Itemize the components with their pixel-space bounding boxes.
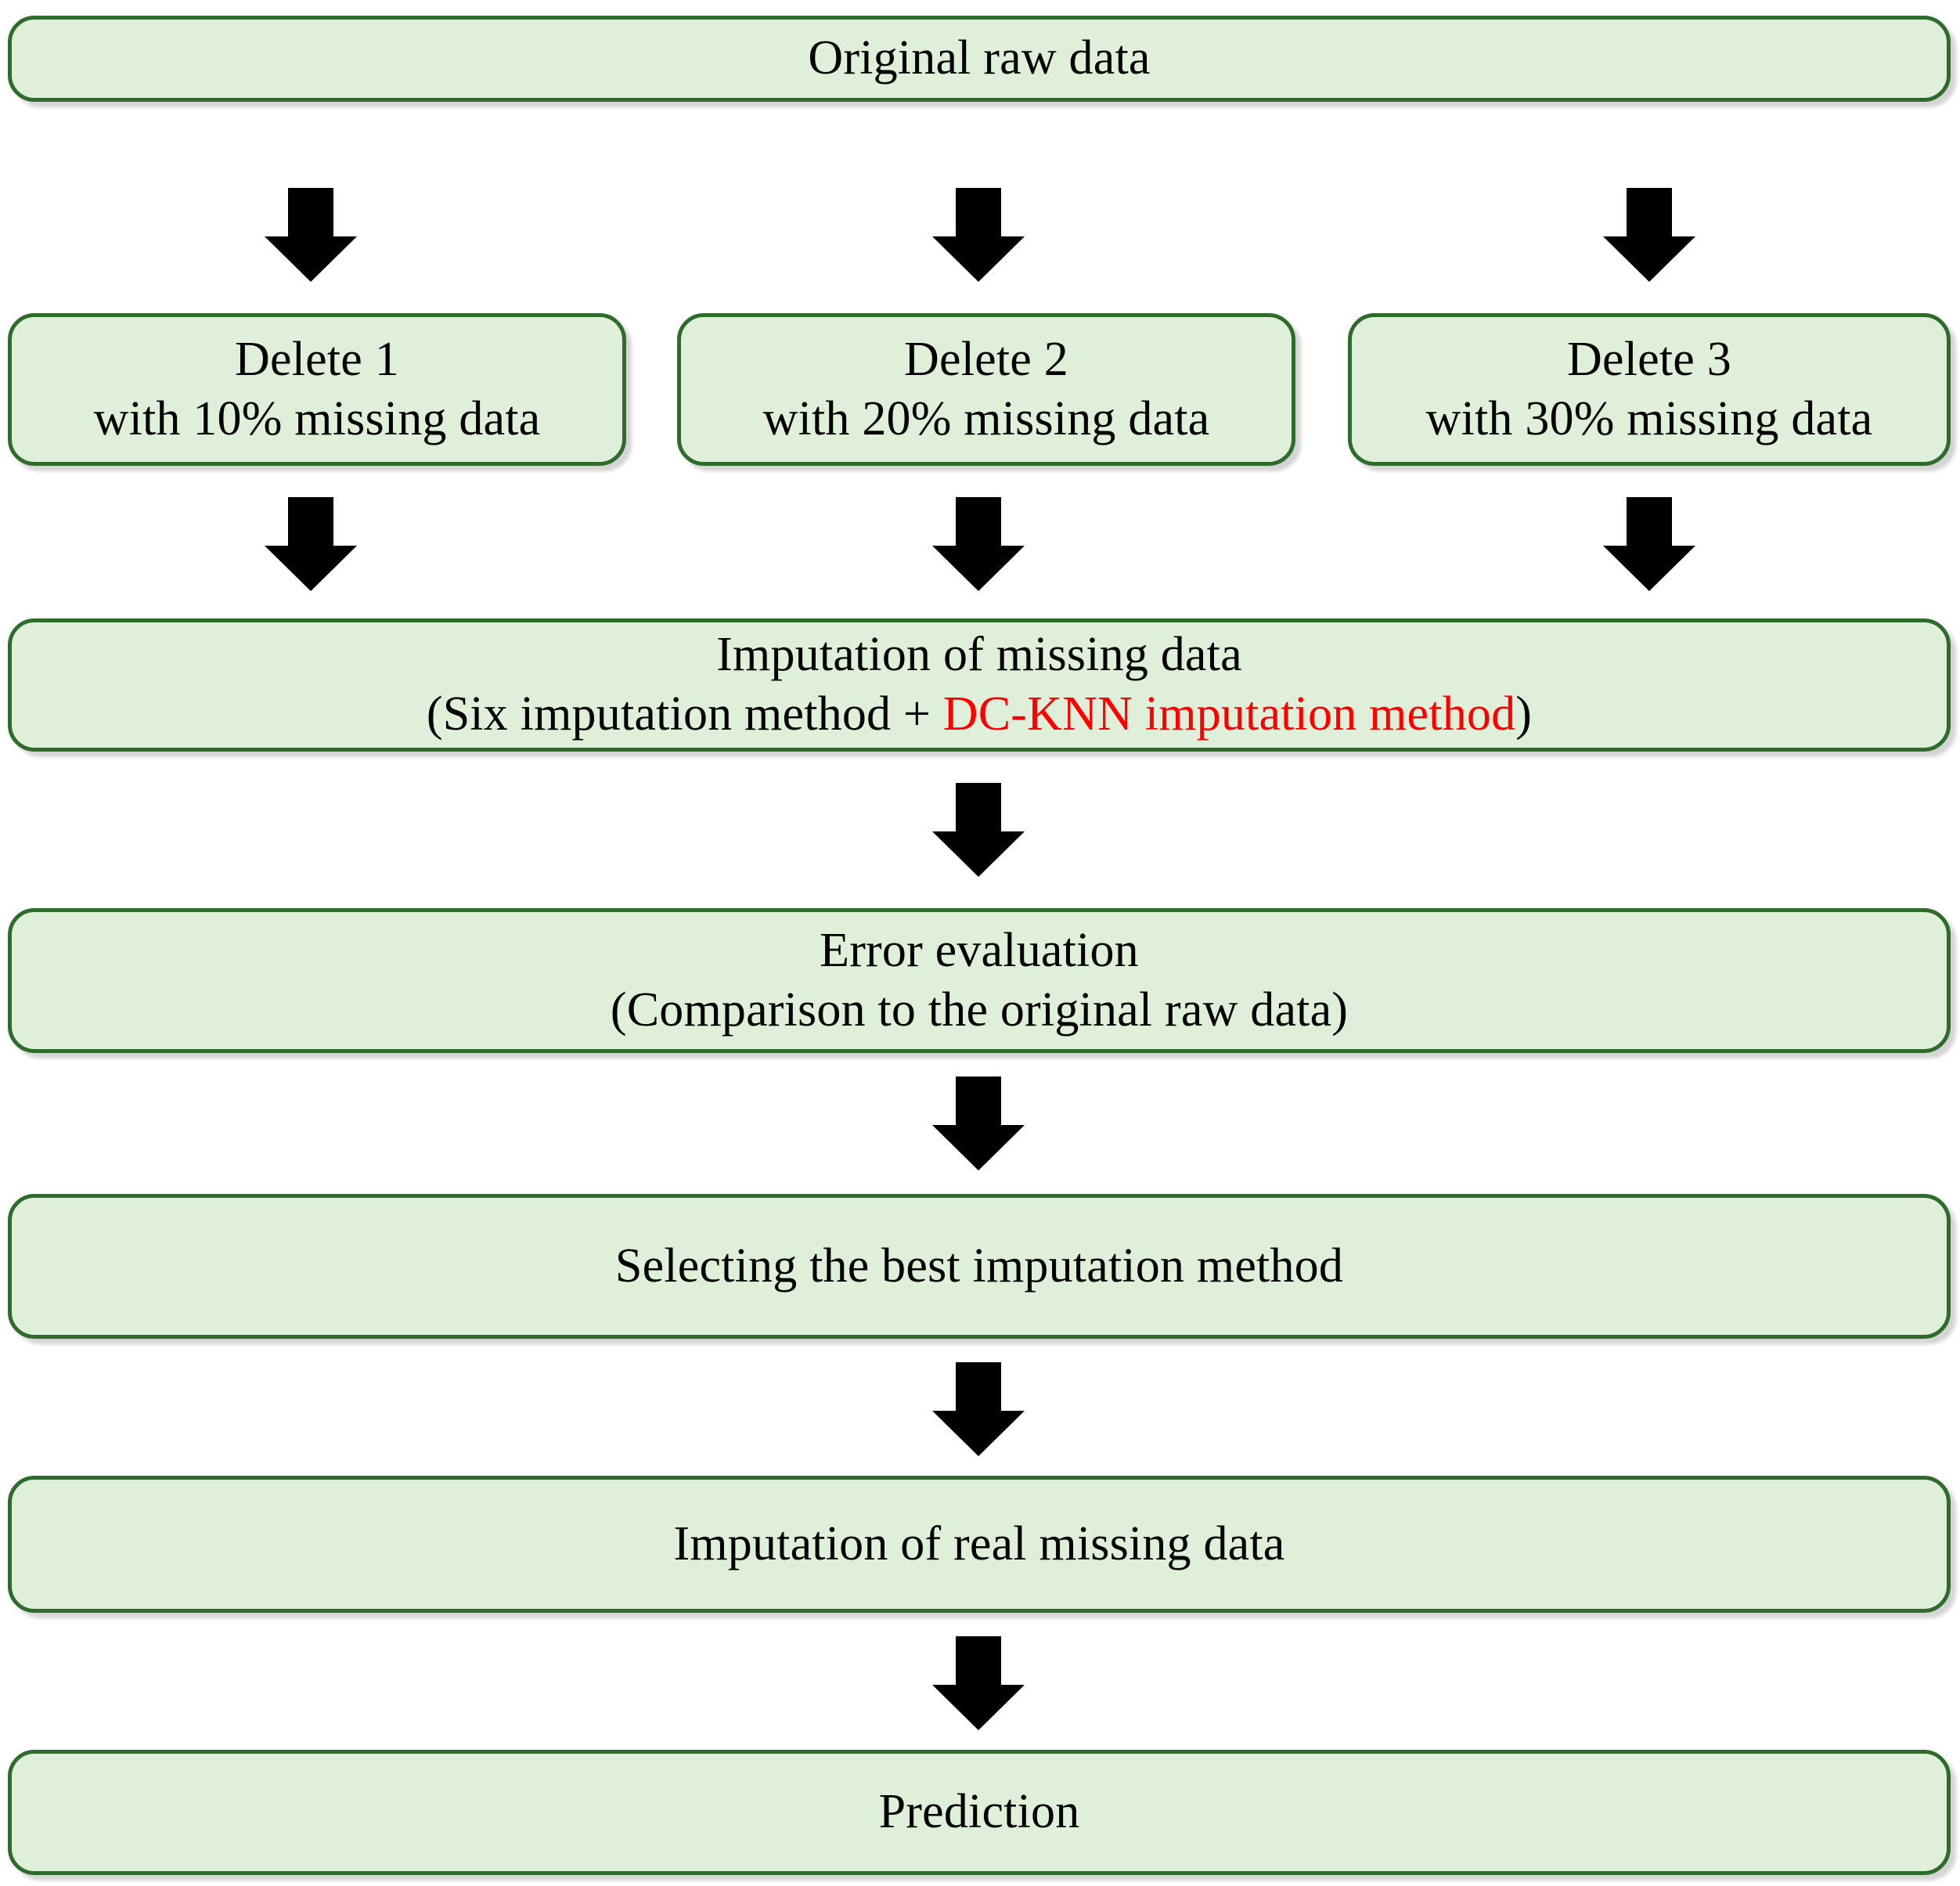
- node-prediction: Prediction: [8, 1750, 1951, 1875]
- node-delete-3-subtitle: with 30% missing data: [1425, 391, 1873, 445]
- node-prediction-label: Prediction: [878, 1785, 1080, 1839]
- node-imputation-methods-accent: DC-KNN imputation method: [942, 687, 1516, 741]
- down-arrow-icon: [1603, 188, 1695, 282]
- node-imputation-methods-suffix: ): [1515, 687, 1533, 741]
- down-arrow-icon: [1603, 497, 1695, 591]
- node-imputation-title: Imputation of missing data: [716, 628, 1242, 682]
- node-delete-3: Delete 3 with 30% missing data: [1348, 313, 1951, 466]
- node-original-raw-data: Original raw data: [8, 16, 1951, 102]
- node-error-evaluation: Error evaluation (Comparison to the orig…: [8, 908, 1951, 1053]
- node-imputation-of-missing-data: Imputation of missing data (Six imputati…: [8, 618, 1951, 752]
- node-delete-3-title: Delete 3: [1567, 332, 1731, 386]
- node-selecting-best-label: Selecting the best imputation method: [614, 1239, 1344, 1293]
- down-arrow-icon: [932, 1076, 1025, 1170]
- node-selecting-best-imputation-method: Selecting the best imputation method: [8, 1194, 1951, 1339]
- down-arrow-icon: [932, 783, 1025, 877]
- node-imputation-of-real-missing-data: Imputation of real missing data: [8, 1476, 1951, 1613]
- node-delete-1: Delete 1 with 10% missing data: [8, 313, 626, 466]
- node-delete-2-subtitle: with 20% missing data: [762, 391, 1210, 445]
- down-arrow-icon: [932, 497, 1025, 591]
- node-imputation-real-label: Imputation of real missing data: [673, 1516, 1285, 1570]
- node-delete-2: Delete 2 with 20% missing data: [677, 313, 1295, 466]
- node-error-evaluation-subtitle: (Comparison to the original raw data): [610, 983, 1349, 1037]
- node-original-raw-data-label: Original raw data: [808, 31, 1151, 85]
- down-arrow-icon: [932, 188, 1025, 282]
- node-imputation-methods: (Six imputation method + DC-KNN imputati…: [427, 685, 1532, 745]
- node-delete-1-subtitle: with 10% missing data: [93, 391, 541, 445]
- node-error-evaluation-title: Error evaluation: [820, 923, 1139, 977]
- down-arrow-icon: [932, 1362, 1025, 1456]
- node-delete-1-title: Delete 1: [235, 332, 399, 386]
- down-arrow-icon: [932, 1636, 1025, 1730]
- down-arrow-icon: [265, 188, 357, 282]
- down-arrow-icon: [265, 497, 357, 591]
- node-delete-2-title: Delete 2: [904, 332, 1068, 386]
- node-imputation-methods-prefix: (Six imputation method +: [426, 687, 943, 741]
